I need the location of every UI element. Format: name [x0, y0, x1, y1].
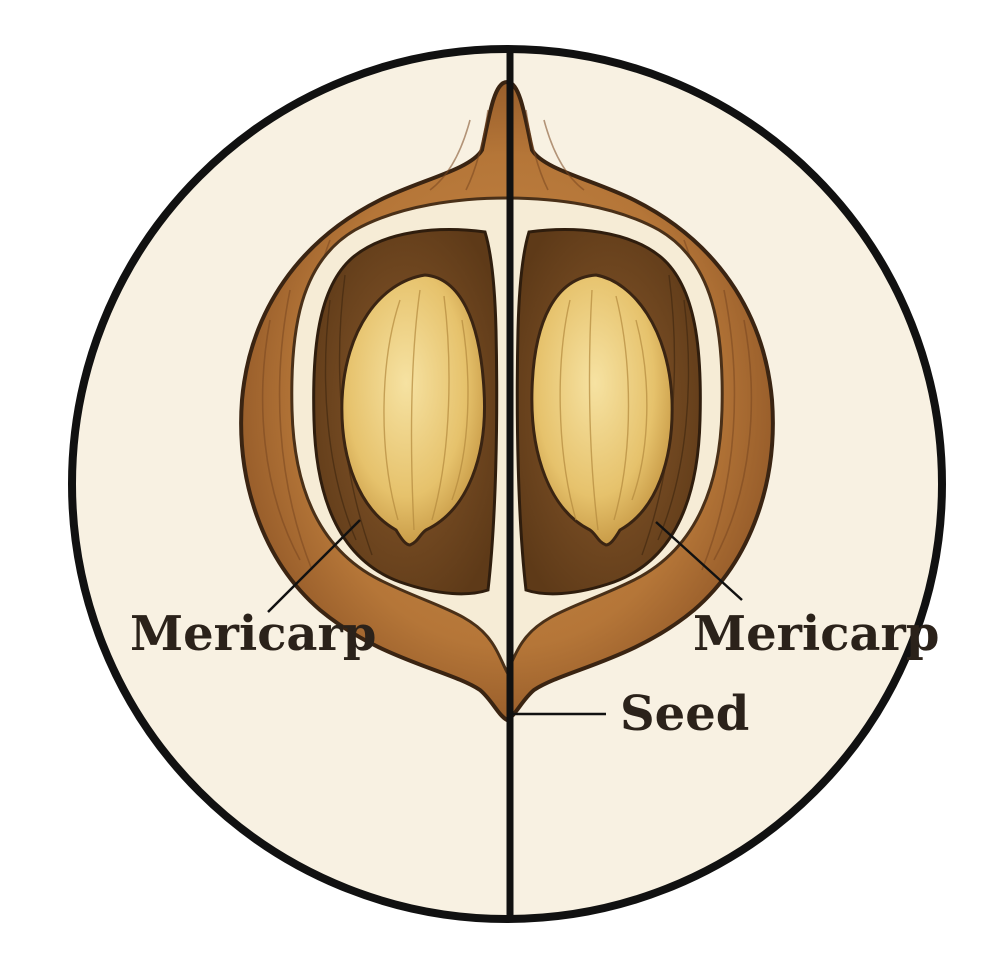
left-seed-veins — [383, 289, 469, 531]
seed-label: Seed — [620, 686, 749, 742]
right-mericarp-leader — [655, 521, 743, 601]
left-mericarp-leader — [267, 519, 361, 613]
cavity-texture — [324, 274, 690, 556]
left-mericarp-label: Mericarp — [130, 606, 376, 662]
left-seed — [340, 273, 486, 547]
outer-circle-outline — [68, 45, 946, 923]
right-mericarp-label: Mericarp — [693, 606, 939, 662]
right-seed-veins — [559, 289, 648, 531]
